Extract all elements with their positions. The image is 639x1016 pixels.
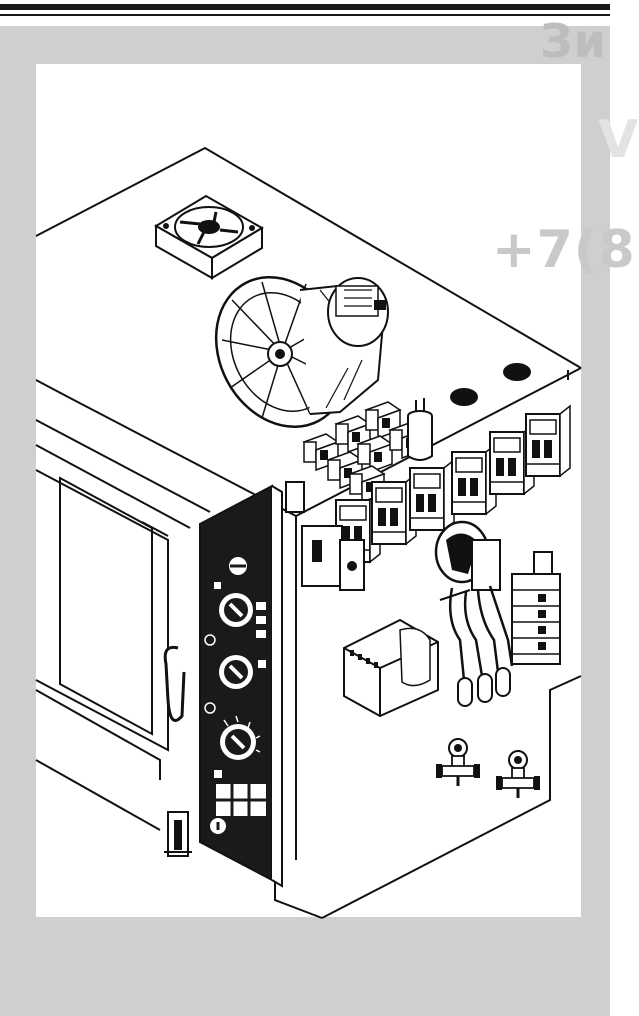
oven-exploded-diagram	[35, 146, 582, 919]
watermark-text-3: V	[598, 110, 639, 170]
header-rule-thin	[0, 14, 610, 16]
oven-body	[35, 146, 582, 919]
watermark-text-2: +7(8	[492, 220, 636, 280]
cable-hole	[503, 363, 531, 381]
door-handle	[163, 645, 186, 722]
fan-motor	[327, 277, 389, 347]
control-panel	[199, 484, 283, 888]
oven-door	[35, 469, 169, 752]
terminal-block	[511, 551, 561, 665]
door-hinge	[164, 811, 192, 857]
header-rule-thick	[0, 4, 610, 10]
cooling-fan	[154, 194, 264, 280]
watermark-text-1: Зи	[540, 14, 607, 68]
solenoid-valves	[434, 737, 542, 800]
capacitor	[407, 398, 433, 461]
transformer	[343, 618, 439, 718]
selector-switch	[434, 520, 514, 707]
top-header-bar	[0, 0, 610, 28]
cable-hole	[450, 388, 478, 406]
